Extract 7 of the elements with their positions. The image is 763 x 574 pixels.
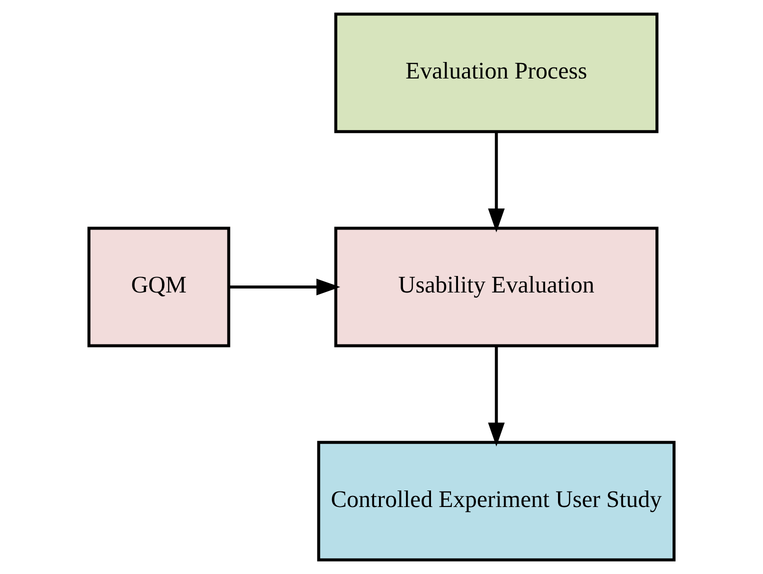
node-box: Controlled Experiment User Study: [317, 440, 676, 562]
arrow: [488, 132, 505, 232]
node-box: Usability Evaluation: [334, 226, 658, 348]
node-box: GQM: [87, 226, 230, 348]
arrow: [229, 278, 340, 296]
arrow: [488, 346, 505, 446]
node-box: Evaluation Process: [334, 12, 658, 134]
